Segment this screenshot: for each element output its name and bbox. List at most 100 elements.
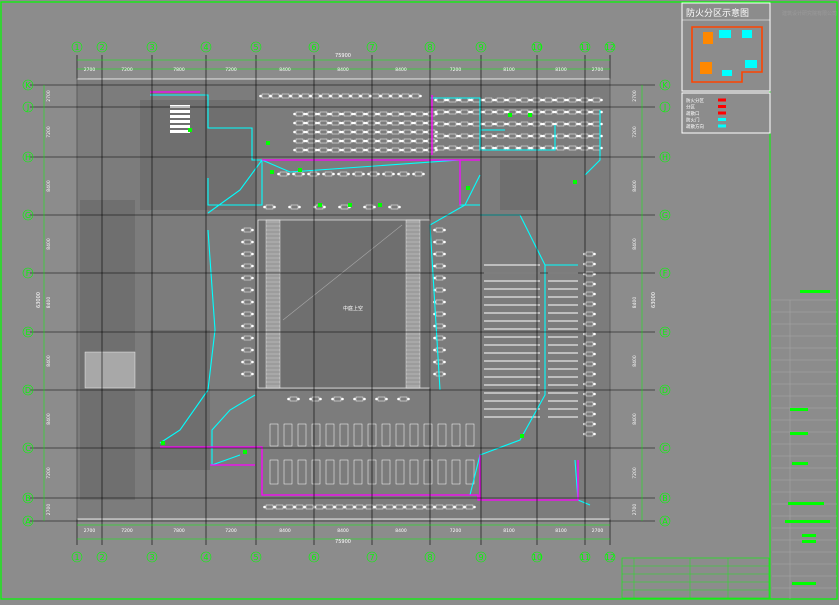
chair — [564, 98, 567, 102]
dining-table — [405, 504, 414, 510]
chair — [423, 139, 426, 143]
chair — [339, 112, 342, 116]
chair — [494, 110, 497, 114]
chair — [583, 352, 586, 356]
dining-table — [435, 287, 444, 293]
chair — [375, 130, 378, 134]
row-label: G — [662, 211, 668, 220]
chair — [251, 264, 254, 268]
total-width-dimension: 75900 — [335, 539, 351, 545]
chair — [351, 148, 354, 152]
chair — [363, 397, 366, 401]
column-dimension: 7200 — [225, 528, 237, 534]
column-label: 10 — [532, 43, 542, 52]
chair — [352, 172, 355, 176]
chair — [600, 122, 603, 126]
row-bubble — [22, 209, 34, 221]
dining-table — [375, 504, 384, 510]
chair — [339, 148, 342, 152]
dining-table — [355, 504, 364, 510]
dining-table — [585, 271, 594, 277]
chair — [319, 94, 322, 98]
chair — [341, 112, 344, 116]
chair — [339, 139, 342, 143]
chair — [446, 110, 449, 114]
chair — [387, 139, 390, 143]
inset-zone-f — [745, 60, 757, 68]
chair — [458, 134, 461, 138]
column-dimension: 8100 — [555, 528, 567, 534]
dining-table — [355, 120, 364, 126]
counter-seat — [170, 115, 190, 118]
chair — [397, 172, 400, 176]
chair — [433, 252, 436, 256]
row-label: F — [26, 269, 31, 278]
chair — [309, 94, 312, 98]
column-bubble — [250, 41, 262, 53]
chair — [241, 276, 244, 280]
chair — [446, 146, 449, 150]
chair — [590, 134, 593, 138]
dining-table — [585, 361, 594, 367]
chair — [407, 397, 410, 401]
dining-table — [435, 227, 444, 233]
chair — [379, 94, 382, 98]
inset-zone-outline — [691, 26, 763, 83]
chair — [494, 134, 497, 138]
exit-marker — [161, 441, 165, 445]
chair — [327, 139, 330, 143]
chair — [463, 505, 466, 509]
chair — [317, 130, 320, 134]
chair — [401, 139, 404, 143]
chair — [516, 122, 519, 126]
column-label: 12 — [605, 43, 615, 52]
chair — [293, 121, 296, 125]
legend-item-label: 疏散口 — [686, 110, 700, 117]
chair — [375, 397, 378, 401]
chair — [423, 505, 426, 509]
row-bubble — [22, 151, 34, 163]
chair — [518, 98, 521, 102]
chair — [593, 302, 596, 306]
dining-table — [425, 504, 434, 510]
column-dimension: 8100 — [503, 67, 515, 73]
fire-zone-inset: 防火分区示意图 — [681, 2, 771, 92]
chair — [401, 148, 404, 152]
column-bubble — [604, 41, 616, 53]
building-footprint — [76, 78, 611, 520]
chair — [363, 139, 366, 143]
title-block: 建筑设计研究院有限公司 — [772, 10, 837, 599]
evacuation-path — [150, 94, 263, 206]
dining-table — [556, 97, 565, 103]
total-height-dimension: 63000 — [651, 292, 657, 308]
chair — [353, 121, 356, 125]
row-dimension-left: 8400 — [46, 355, 52, 367]
chair — [588, 122, 591, 126]
column-label: 7 — [369, 553, 374, 562]
chair — [506, 98, 509, 102]
chair — [583, 332, 586, 336]
chair — [317, 148, 320, 152]
chair — [542, 134, 545, 138]
chair — [423, 121, 426, 125]
chair — [433, 336, 436, 340]
dining-table — [585, 351, 594, 357]
dining-table — [315, 504, 324, 510]
dining-table — [403, 111, 412, 117]
row-label: J — [26, 103, 29, 112]
chair — [443, 324, 446, 328]
exit-marker — [270, 170, 274, 174]
chair — [327, 130, 330, 134]
dining-table — [279, 171, 288, 177]
chair — [353, 130, 356, 134]
chair — [353, 397, 356, 401]
chair — [506, 146, 509, 150]
dining-table — [343, 138, 352, 144]
chair — [327, 148, 330, 152]
dining-table — [580, 121, 589, 127]
chair — [413, 505, 416, 509]
dining-table — [585, 431, 594, 437]
chair — [251, 300, 254, 304]
